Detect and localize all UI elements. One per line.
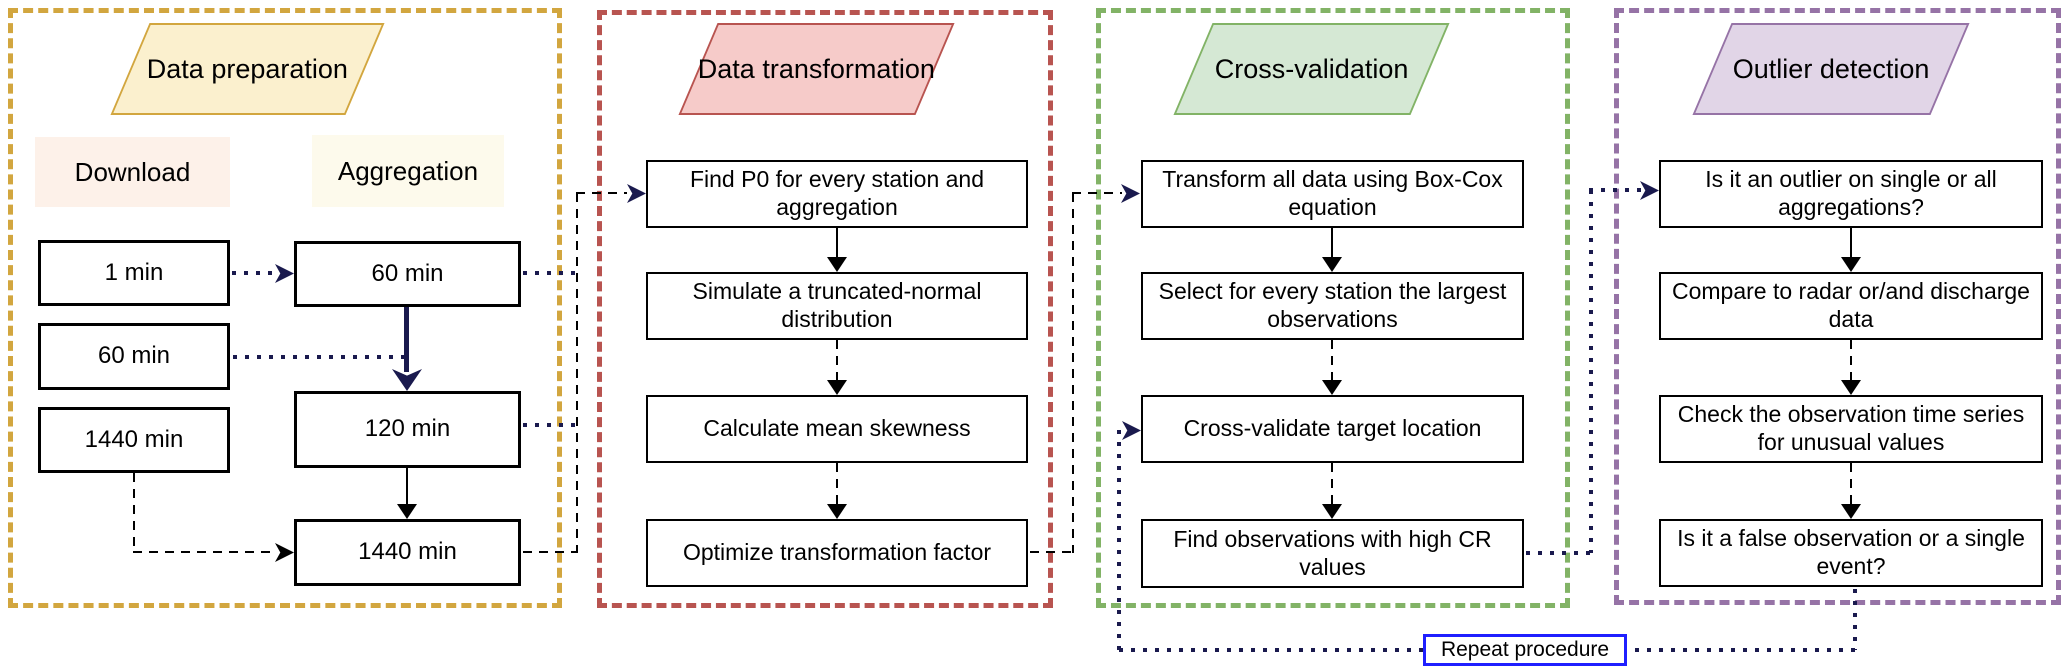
- connector-stage3-to-stage4: [1589, 188, 1641, 192]
- connector-stage2-rail: [1072, 193, 1074, 553]
- aggregation-column-label: Aggregation: [312, 135, 504, 207]
- arrow-s3-2-3: [1331, 340, 1333, 381]
- stage-title: Data preparation: [146, 53, 349, 84]
- step-simulate-truncated-normal: Simulate a truncated-normal distribution: [646, 272, 1028, 340]
- stage-frame-data-preparation: [8, 8, 562, 608]
- stage-title: Cross-validation: [1214, 53, 1409, 84]
- step-calculate-mean-skewness: Calculate mean skewness: [646, 395, 1028, 463]
- step-transform-box-cox: Transform all data using Box-Cox equatio…: [1141, 160, 1524, 228]
- download-box-1440min: 1440 min: [38, 407, 230, 473]
- step-compare-radar-discharge: Compare to radar or/and discharge data: [1659, 272, 2043, 340]
- connector-1min-to-60min: [232, 271, 278, 275]
- connector-120min-out: [523, 423, 578, 427]
- download-box-60min: 60 min: [38, 323, 230, 390]
- stage-frame-data-transformation: [597, 10, 1053, 608]
- connector-find-cr-out: [1526, 551, 1591, 555]
- aggregation-box-60min: 60 min: [294, 241, 521, 307]
- connector-stage2-to-stage3: [1072, 192, 1122, 194]
- connector-120min-to-1440min: [406, 468, 408, 506]
- aggregation-box-120min: 120 min: [294, 391, 521, 468]
- arrow-s4-2-3: [1850, 340, 1852, 381]
- connector-60min-download: [233, 355, 405, 359]
- arrow-s4-3-4: [1850, 463, 1852, 505]
- feedback-up-to-cross-validate: [1117, 430, 1121, 652]
- stage-header-outlier-detection: Outlier detection: [1692, 23, 1970, 115]
- step-is-outlier-single-or-all: Is it an outlier on single or all aggreg…: [1659, 160, 2043, 228]
- connector-stage3-rail: [1589, 190, 1593, 553]
- stage-header-cross-validation: Cross-validation: [1173, 23, 1450, 115]
- download-column-label: Download: [35, 137, 230, 207]
- arrow-s2-2-3: [836, 340, 838, 381]
- step-cross-validate-target: Cross-validate target location: [1141, 395, 1524, 463]
- arrow-s4-1-2: [1850, 228, 1852, 259]
- download-box-1min: 1 min: [38, 240, 230, 306]
- step-check-time-series: Check the observation time series for un…: [1659, 395, 2043, 463]
- connector-stage1-to-stage2: [576, 192, 627, 194]
- connector-60min-out: [523, 271, 578, 275]
- arrow-s2-1-2: [836, 228, 838, 259]
- stage-frame-cross-validation: [1096, 8, 1570, 608]
- arrow-s3-3-4: [1331, 463, 1333, 505]
- connector-60min-to-120min: [404, 307, 409, 372]
- connector-1440min-elbow-v: [133, 473, 135, 552]
- step-is-false-observation: Is it a false observation or a single ev…: [1659, 519, 2043, 587]
- stage-frame-outlier-detection: [1614, 8, 2061, 605]
- step-find-p0: Find P0 for every station and aggregatio…: [646, 160, 1028, 228]
- connector-1440min-elbow-h: [133, 551, 276, 553]
- connector-optimize-out: [1030, 551, 1074, 553]
- step-optimize-transformation-factor: Optimize transformation factor: [646, 519, 1028, 587]
- aggregation-box-1440min: 1440 min: [294, 519, 521, 586]
- feedback-down-from-is-false: [1853, 589, 1857, 650]
- connector-stage1-rail: [576, 193, 578, 553]
- step-select-largest-observations: Select for every station the largest obs…: [1141, 272, 1524, 340]
- repeat-procedure-label: Repeat procedure: [1423, 634, 1627, 666]
- stage-header-data-preparation: Data preparation: [110, 23, 385, 115]
- step-find-high-cr: Find observations with high CR values: [1141, 519, 1524, 588]
- connector-1440min-out: [523, 551, 578, 553]
- stage-title: Outlier detection: [1732, 53, 1930, 84]
- arrow-s3-1-2: [1331, 228, 1333, 259]
- stage-title: Data transformation: [697, 53, 936, 84]
- arrow-s2-3-4: [836, 463, 838, 505]
- stage-header-data-transformation: Data transformation: [678, 23, 955, 115]
